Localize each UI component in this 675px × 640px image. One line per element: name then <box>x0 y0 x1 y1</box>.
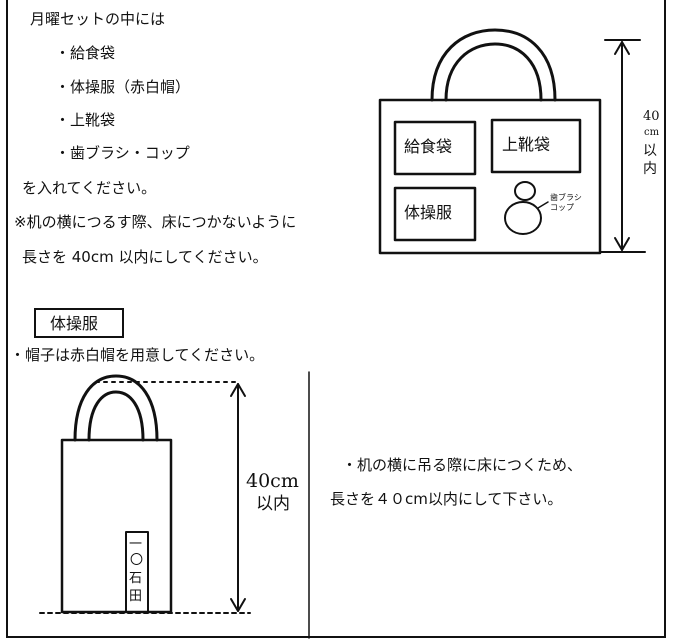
cap-note: ・帽子は赤白帽を用意してください。 <box>10 346 265 364</box>
bag2-tag-line3: 石 <box>129 571 143 586</box>
measure1-label-i: 以 <box>643 143 657 159</box>
bag1-label-taisofuku: 体操服 <box>404 203 453 222</box>
cup-pointer-line <box>537 201 549 209</box>
list-item-haburashi: ・歯ブラシ・コップ <box>55 144 190 162</box>
cup-small-circle <box>514 181 536 201</box>
measure1-arrow-down <box>614 237 630 251</box>
bag2-handle-inner <box>87 390 145 442</box>
measure2-label-40cm: 40cm <box>246 470 299 492</box>
measure1-label-cm: cm <box>644 127 660 138</box>
bag2-tag-line2: 〇 <box>130 553 144 568</box>
bag1-box-uwabaki <box>490 118 582 174</box>
bag2-body <box>60 438 173 614</box>
bag1-box-kyushoku <box>393 120 477 176</box>
bag2-handle-outer <box>73 374 159 442</box>
note-line-1: ※机の横につるす際、床につかないように <box>14 213 297 231</box>
bag1-label-uwabaki: 上靴袋 <box>502 135 551 154</box>
list-item-kyushoku: ・給食袋 <box>55 44 116 62</box>
document-page <box>6 0 666 638</box>
bag1-body <box>378 98 602 255</box>
measure2-arrow-down <box>230 598 246 612</box>
section2-title: 体操服 <box>50 314 99 333</box>
instruction-text: を入れてください。 <box>22 179 157 197</box>
list-item-taisofuku: ・体操服（赤白帽） <box>55 78 191 96</box>
bag1-handle-inner <box>444 42 543 102</box>
bag2-tag-line4: 田 <box>129 589 143 604</box>
section1-heading: 月曜セットの中には <box>30 10 166 28</box>
note-line-2: 長さを 40cm 以内にしてください。 <box>22 248 268 266</box>
measure1-label-nai: 内 <box>643 161 657 177</box>
bag2-tag-line1: 一 <box>129 537 143 552</box>
section2-title-box: 体操服 <box>34 308 124 338</box>
bag1-label-kyushoku: 給食袋 <box>404 137 453 156</box>
section2-note-line2: 長さを４０cm以内にして下さい。 <box>330 490 563 508</box>
section2-note-line1: ・机の横に吊る際に床につくため、 <box>342 456 583 474</box>
cup-label-line2: コップ <box>550 203 574 212</box>
bag1-box-taisofuku <box>393 186 477 242</box>
measure2-arrow-up <box>230 383 246 397</box>
measure1-label-40: 40 <box>643 109 660 124</box>
measure1-arrow-up <box>614 41 630 55</box>
measure2-label-inai: 以内 <box>256 494 290 514</box>
cup-label-line1: 歯ブラシ <box>550 193 582 202</box>
bag1-handle-outer <box>430 28 557 102</box>
list-item-uwabaki: ・上靴袋 <box>55 111 116 129</box>
cup-large-circle <box>504 201 542 235</box>
